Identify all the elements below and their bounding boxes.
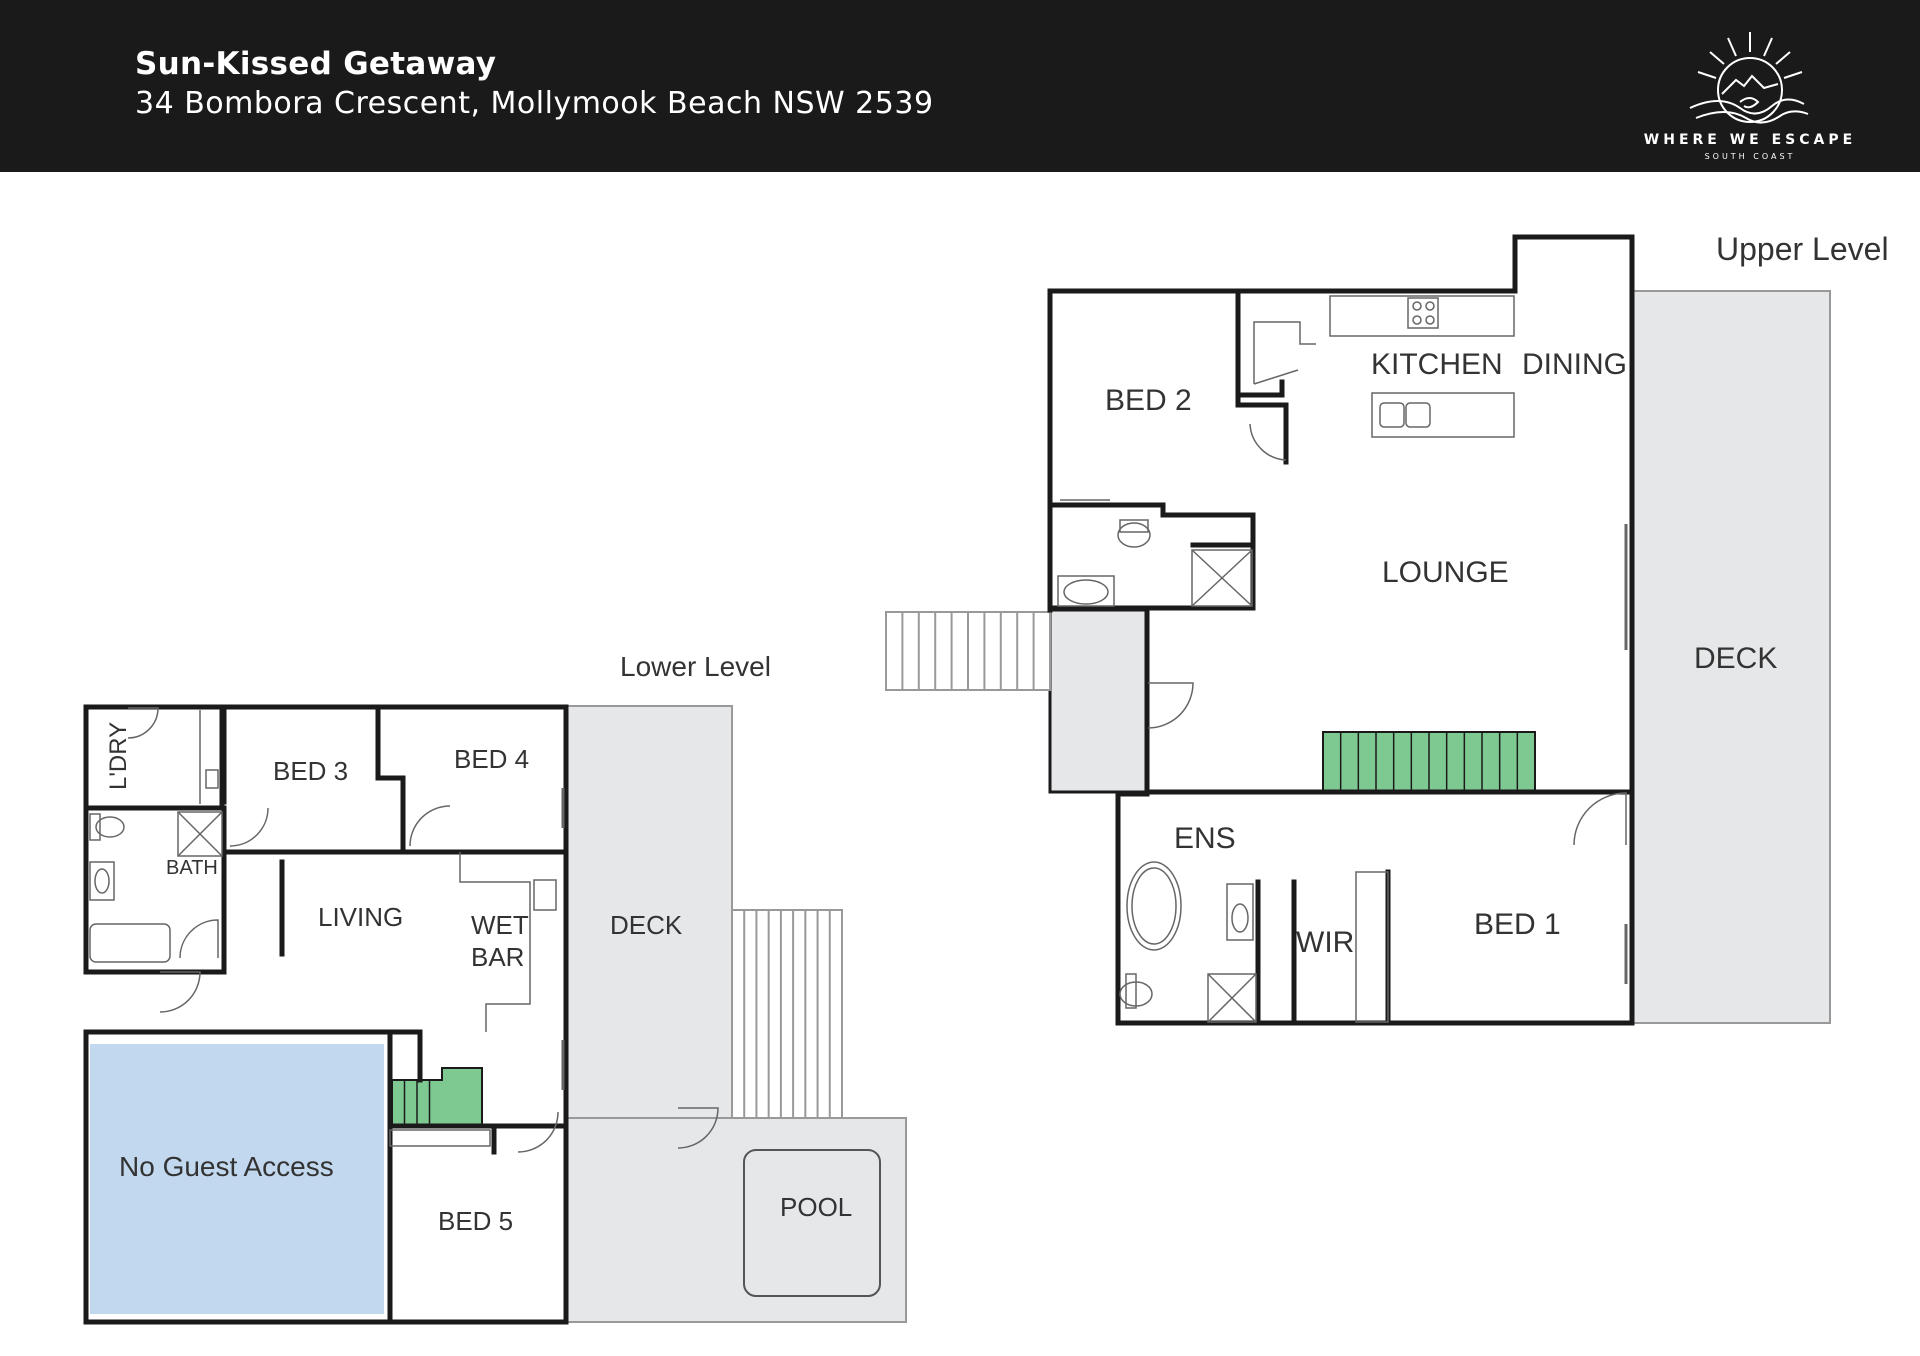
upper-level: Upper Level BED 2 KITCHEN DINING LOUNGE …	[885, 231, 1889, 1026]
label-wir: WIR	[1296, 926, 1354, 959]
label-wet: WET	[471, 910, 529, 940]
label-bed4: BED 4	[454, 744, 529, 774]
label-dining: DINING	[1522, 348, 1627, 381]
label-ldry: L'DRY	[105, 722, 132, 790]
label-kitchen: KITCHEN	[1371, 348, 1503, 381]
label-lower-deck: DECK	[610, 910, 683, 940]
sun-wave-logo-icon	[1689, 32, 1809, 124]
upper-deck	[1631, 290, 1831, 1024]
brand-logo: WHERE WE ESCAPE SOUTH COAST	[1640, 28, 1860, 168]
entry-landing	[1048, 608, 1149, 794]
label-bed1: BED 1	[1474, 908, 1561, 941]
label-living: LIVING	[318, 902, 403, 932]
lower-outer-wall	[83, 704, 569, 1325]
property-title: Sun-Kissed Getaway	[135, 46, 497, 82]
label-lounge: LOUNGE	[1382, 556, 1509, 589]
internal-stairs-lower	[391, 1067, 483, 1127]
pool	[743, 1149, 881, 1297]
label-bath: BATH	[166, 857, 218, 879]
label-bed2: BED 2	[1105, 384, 1192, 417]
label-bar: BAR	[471, 942, 524, 972]
label-bed3: BED 3	[273, 756, 348, 786]
no-guest-access-area	[90, 1044, 384, 1314]
lower-level: Lower Level L'DRY BED 3 BED 4 BATH LIVIN…	[83, 651, 907, 1325]
label-upper-deck: DECK	[1694, 642, 1777, 675]
label-ens: ENS	[1174, 822, 1236, 855]
label-no-guest-access: No Guest Access	[119, 1151, 334, 1182]
upper-outer-wall	[1047, 234, 1635, 1026]
entry-stairs	[885, 611, 1051, 691]
logo-subtitle: SOUTH COAST	[1704, 152, 1796, 161]
label-bed5: BED 5	[438, 1206, 513, 1236]
label-pool: POOL	[780, 1192, 852, 1222]
label-upper-level: Upper Level	[1716, 231, 1889, 267]
deck-stairs	[731, 909, 843, 1119]
label-lower-level: Lower Level	[620, 651, 771, 682]
internal-stairs-upper	[1322, 731, 1536, 793]
logo-name: WHERE WE ESCAPE	[1643, 132, 1857, 148]
header-bar: Sun-Kissed Getaway 34 Bombora Crescent, …	[0, 0, 1920, 172]
property-address: 34 Bombora Crescent, Mollymook Beach NSW…	[135, 86, 934, 121]
